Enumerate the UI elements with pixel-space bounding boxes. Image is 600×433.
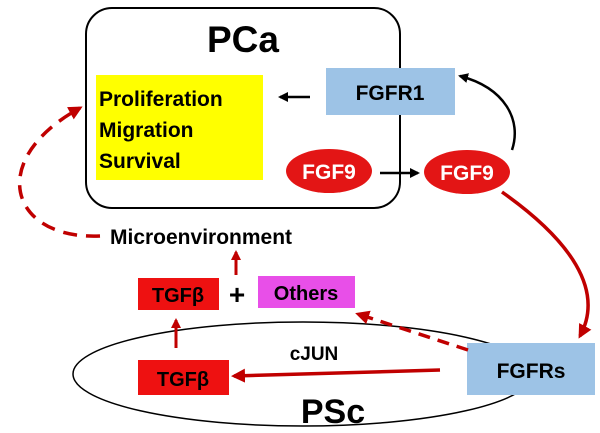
tgfb-top-box — [138, 278, 219, 310]
microenvironment-to-proliferation-arrow — [18, 106, 101, 238]
fgf9-outer-oval — [424, 150, 510, 194]
plus-sign: + — [229, 279, 245, 310]
proliferation-label: Proliferation — [99, 88, 223, 111]
psc-title: PSc — [301, 393, 365, 431]
others-label: Others — [274, 283, 338, 305]
pca-title: PCa — [207, 19, 279, 60]
tgfb-bottom-label: TGFβ — [157, 369, 209, 391]
migration-label: Migration — [99, 119, 194, 142]
fgf9-outer-label: FGF9 — [440, 162, 494, 185]
fgfrs-to-others-arrow — [355, 310, 469, 352]
fgfr1-box — [326, 68, 455, 115]
cjun-arrow — [231, 368, 441, 383]
fgfr1-label: FGFR1 — [356, 82, 425, 105]
survival-label: Survival — [99, 150, 181, 173]
fgf9-to-fgfr1-arrow — [458, 73, 517, 151]
fgf9-to-fgfrs-arrow — [500, 190, 592, 339]
fgf9-inner-label: FGF9 — [302, 161, 356, 184]
microenvironment-label: Microenvironment — [110, 226, 292, 249]
fgfrs-label: FGFRs — [497, 360, 566, 383]
fgfrs-box — [467, 343, 595, 395]
fgf9-inner-oval — [286, 149, 372, 193]
proliferation-box — [96, 75, 263, 180]
tgfb-bottom-box — [138, 360, 229, 395]
cjun-label: cJUN — [290, 344, 339, 365]
others-box — [258, 276, 355, 308]
tgfb-top-label: TGFβ — [152, 285, 204, 307]
